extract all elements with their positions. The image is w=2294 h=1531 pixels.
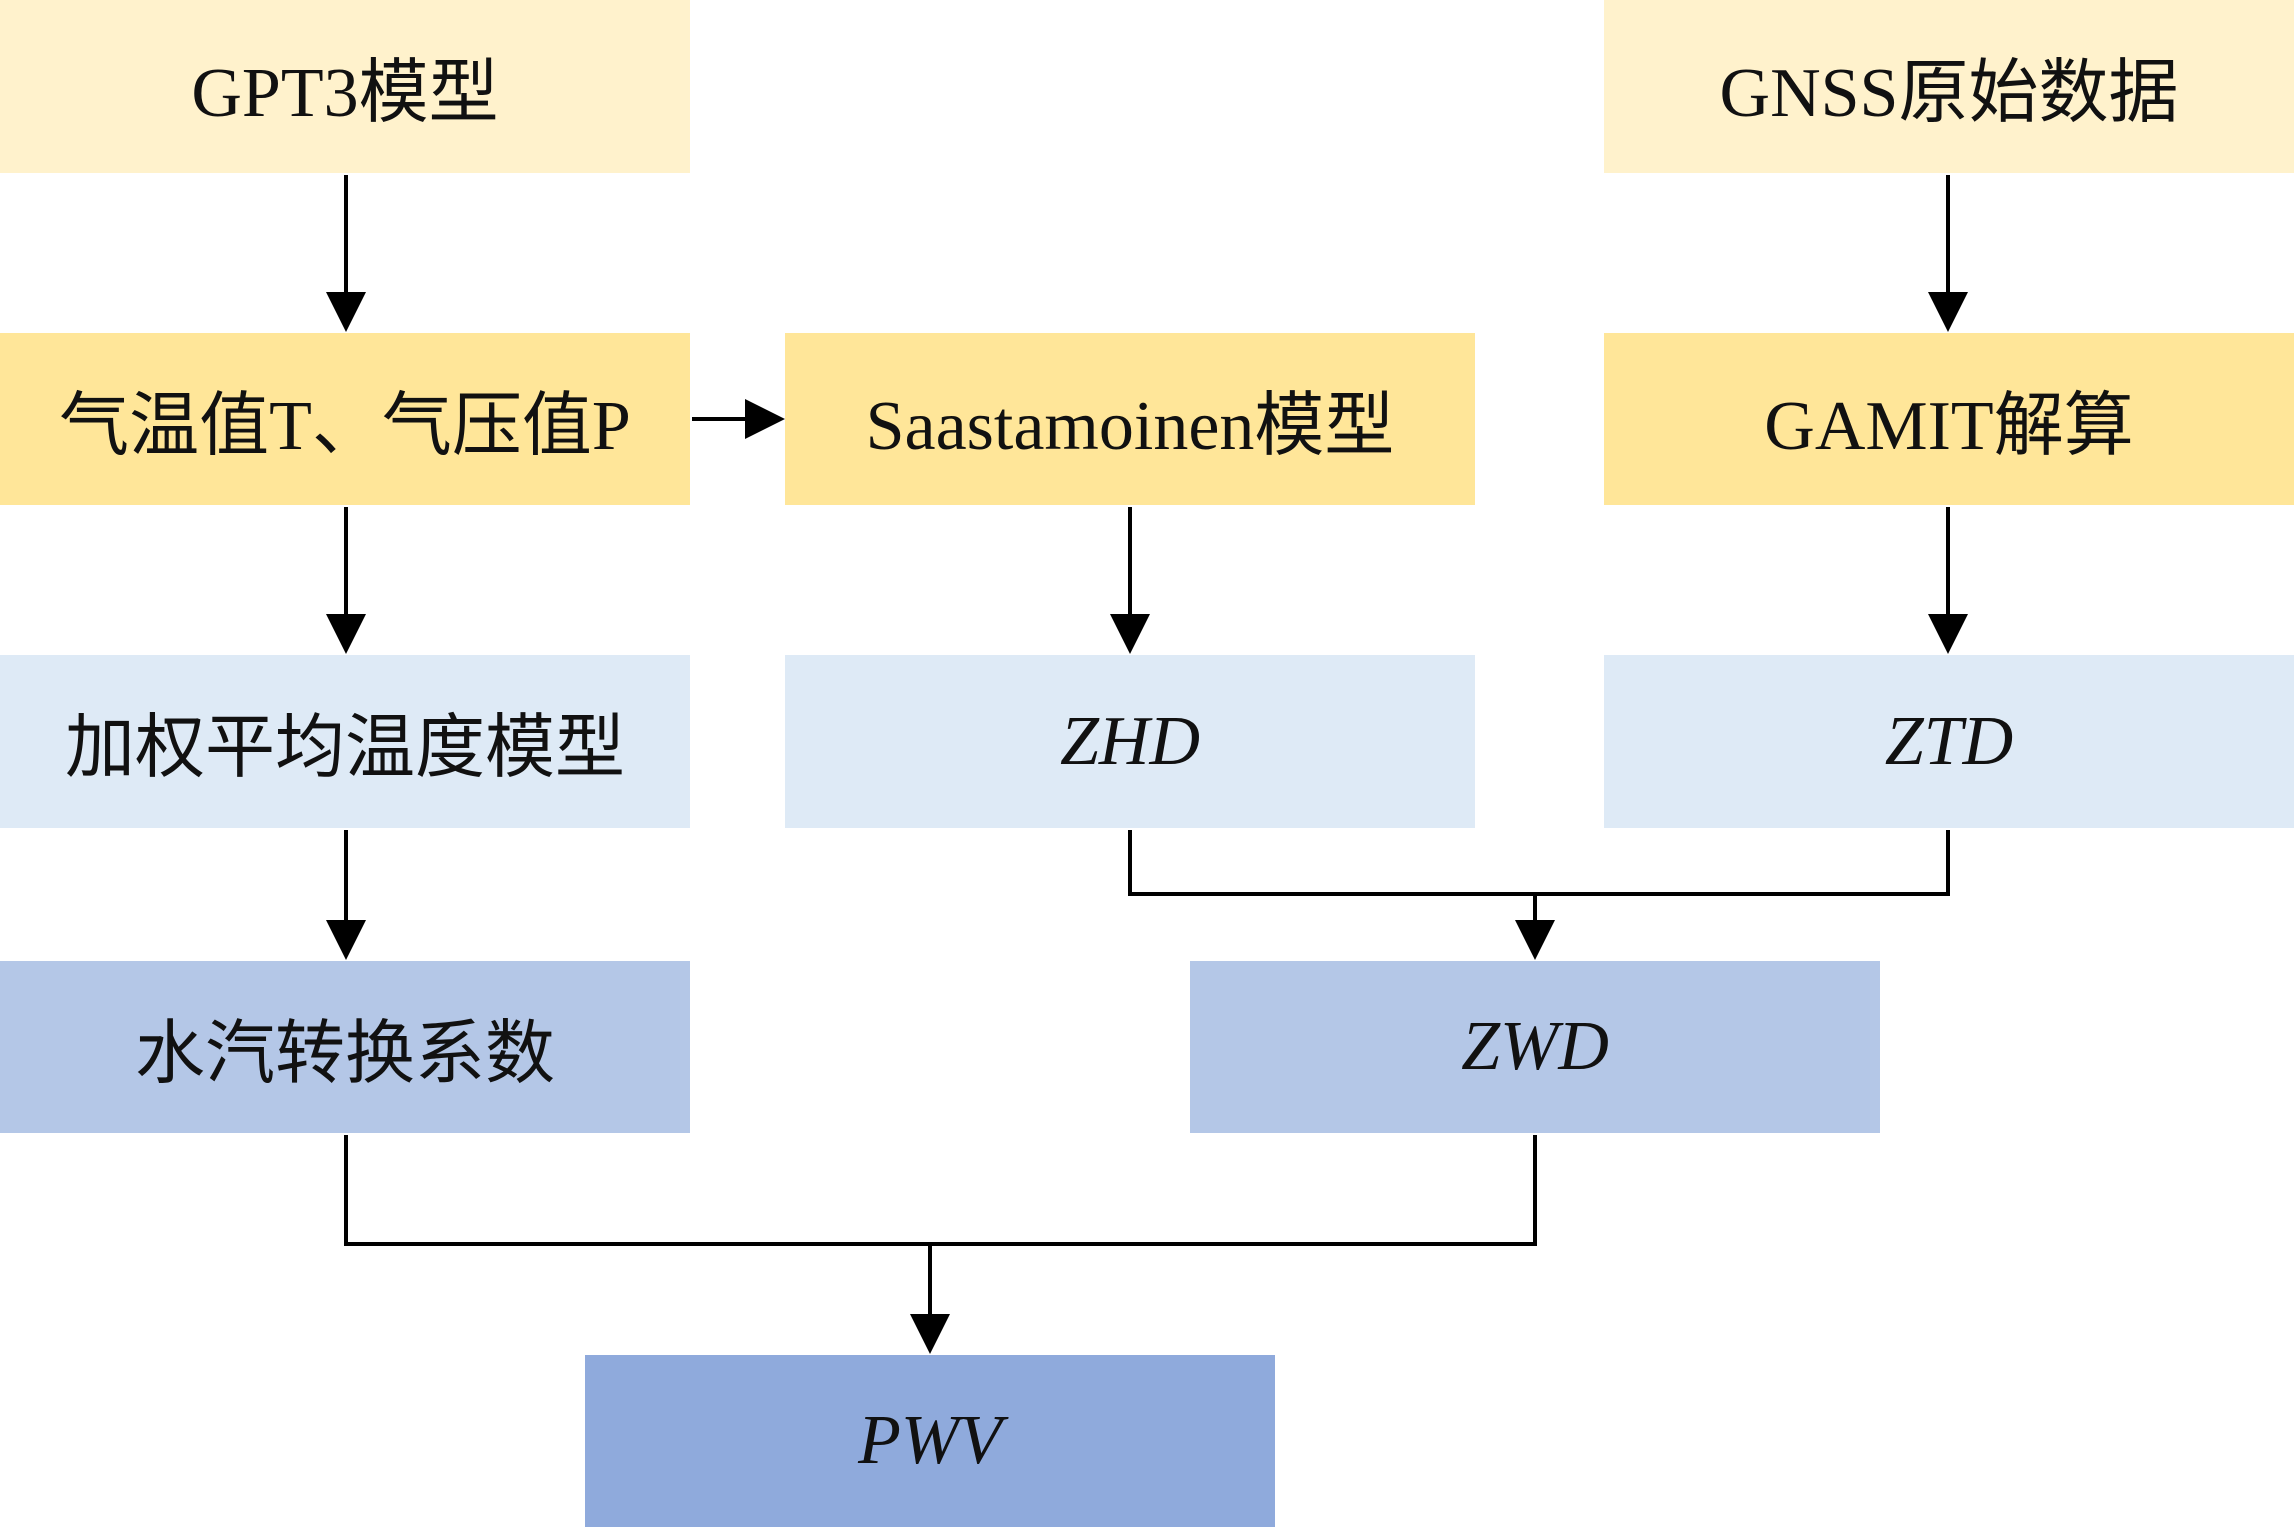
node-zwd-label: ZWD <box>1461 1008 1609 1085</box>
node-saastamoinen-model: Saastamoinen模型 <box>785 333 1475 505</box>
node-zhd: ZHD <box>785 655 1475 828</box>
node-gpt3-model-label: GPT3模型 <box>191 55 499 132</box>
bracket-zhd-ztd <box>1128 830 1950 896</box>
node-ztd-label: ZTD <box>1884 702 2014 780</box>
node-gnss-raw-data: GNSS原始数据 <box>1604 0 2294 173</box>
node-pwv: PWV <box>585 1355 1275 1527</box>
node-temperature-pressure: 气温值T、气压值P <box>0 333 690 505</box>
node-ztd: ZTD <box>1604 655 2294 828</box>
node-gamit-solution-label: GAMIT解算 <box>1764 387 2134 465</box>
node-zwd: ZWD <box>1190 961 1880 1133</box>
node-zhd-label: ZHD <box>1059 702 1201 780</box>
node-pwv-label: PWV <box>858 1402 1002 1479</box>
node-weighted-mean-temperature-model-label: 加权平均温度模型 <box>65 710 625 787</box>
node-temperature-pressure-label: 气温值T、气压值P <box>59 387 631 465</box>
node-saastamoinen-model-label: Saastamoinen模型 <box>865 387 1395 465</box>
node-gnss-raw-data-label: GNSS原始数据 <box>1719 55 2179 132</box>
node-water-vapor-conversion-factor: 水汽转换系数 <box>0 961 690 1133</box>
node-water-vapor-conversion-factor-label: 水汽转换系数 <box>135 1015 555 1093</box>
bracket-conversion-factor-zwd <box>344 1135 1537 1246</box>
node-weighted-mean-temperature-model: 加权平均温度模型 <box>0 655 690 828</box>
node-gamit-solution: GAMIT解算 <box>1604 333 2294 505</box>
node-gpt3-model: GPT3模型 <box>0 0 690 173</box>
